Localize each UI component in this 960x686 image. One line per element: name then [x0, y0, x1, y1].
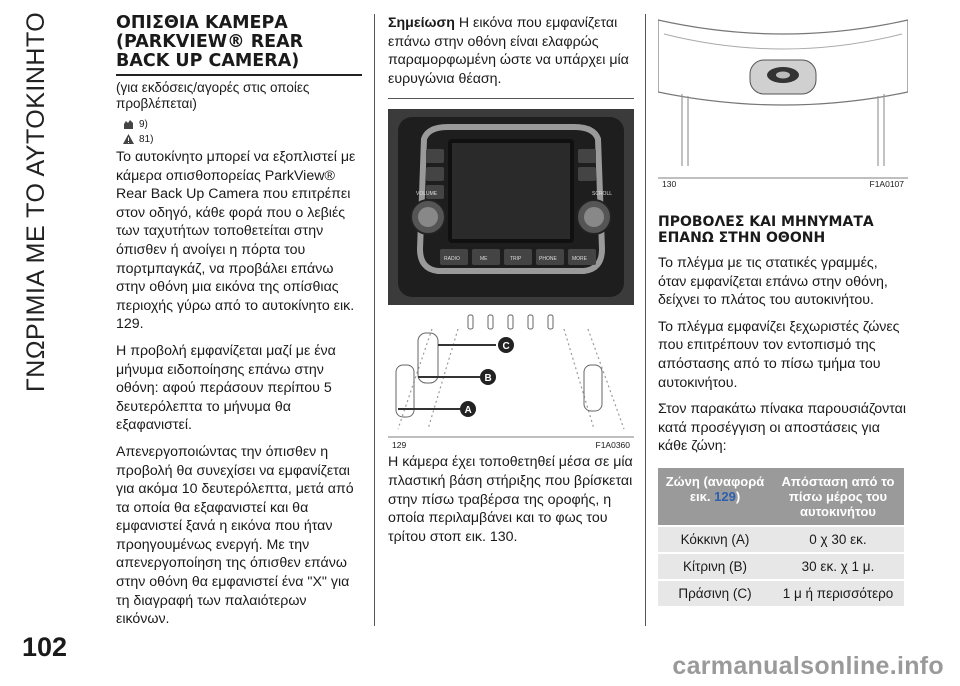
distance-table: Ζώνη (αναφορά εικ. 129) Απόσταση από το … — [658, 466, 904, 608]
page-number: 102 — [22, 632, 68, 662]
paragraph: Η κάμερα έχει τοποθετηθεί μέσα σε μία πλ… — [388, 454, 633, 545]
zone-label-a: A — [465, 405, 472, 416]
warning-triangle-icon — [123, 134, 134, 144]
zone-cell: Κόκκινη (A) — [658, 526, 772, 552]
note-label: Σημείωση — [388, 15, 455, 31]
figure-code: F1A0107 — [869, 179, 905, 189]
watermark: carmanualsonline.info — [672, 652, 944, 680]
zone-label-c: C — [503, 341, 510, 352]
hand-warning-icon — [124, 120, 133, 129]
column-1: ΟΠΙΣΘΙΑ ΚΑΜΕΡΑ (PARKVIEW® REAR BACK UP C… — [116, 14, 362, 637]
zone-cell: Κίτρινη (B) — [658, 553, 772, 579]
subtitle: (για εκδόσεις/αγορές στις οποίες προβλέπ… — [116, 80, 310, 111]
table-row: Κόκκινη (A) 0 χ 30 εκ. — [658, 526, 904, 552]
distance-cell: 1 μ ή περισσότερο — [772, 580, 904, 606]
header-distance: Απόσταση από το πίσω μέρος του αυτοκινήτ… — [772, 467, 904, 525]
paragraph: Απενεργοποιώντας την όπισθεν η προβολή θ… — [116, 443, 354, 628]
figure-129: VOLUME SCROLL RADIO ME TRIP PHONE MORE — [388, 109, 634, 450]
zone-label-b: B — [485, 373, 492, 384]
column-2: Σημείωση Η εικόνα που εμφανίζεται επάνω … — [388, 14, 634, 554]
section-heading: ΠΡΟΒΟΛΕΣ ΚΑΙ ΜΗΝΥΜΑΤΑ ΕΠΑΝΩ ΣΤΗΝ ΟΘΟΝΗ — [658, 214, 874, 246]
column-divider — [374, 14, 375, 626]
figure-caption: 130 F1A0107 — [658, 179, 908, 189]
camera-mount-illustration — [657, 19, 909, 179]
column-3: 130 F1A0107 ΠΡΟΒΟΛΕΣ ΚΑΙ ΜΗΝΥΜΑΤΑ ΕΠΑΝΩ … — [657, 14, 909, 608]
header-zone: Ζώνη (αναφορά εικ. 129) — [658, 467, 772, 525]
radio-button-label: ME — [480, 256, 488, 262]
paragraph: Το πλέγμα με τις στατικές γραμμές, όταν … — [658, 255, 888, 309]
figure-number: 129 — [392, 440, 407, 451]
warning-ref-number: 9) — [139, 118, 148, 130]
warning-ref: 81) — [122, 133, 362, 145]
warning-ref: 9) — [122, 118, 362, 130]
side-chapter-title: ΓΝΩΡΙΜΙΑ ΜΕ ΤΟ ΑΥΤΟΚΙΝΗΤΟ — [22, 12, 50, 393]
figure-code: F1A0360 — [595, 440, 631, 451]
paragraph: Το πλέγμα εμφανίζει ξεχωριστές ζώνες που… — [658, 318, 900, 391]
note-text: Η εικόνα που εμφανίζεται επάνω στην οθόν… — [388, 15, 629, 87]
volume-label: VOLUME — [416, 191, 438, 197]
paragraph: Το αυτοκίνητο μπορεί να εξοπλιστεί με κά… — [116, 149, 356, 333]
figure-130: 130 F1A0107 — [657, 14, 909, 190]
zone-cell: Πράσινη (C) — [658, 580, 772, 606]
note-paragraph: Σημείωση Η εικόνα που εμφανίζεται επάνω … — [388, 14, 634, 88]
radio-button-label: TRIP — [510, 256, 522, 262]
table-row: Κίτρινη (B) 30 εκ. χ 1 μ. — [658, 553, 904, 579]
table-header-row: Ζώνη (αναφορά εικ. 129) Απόσταση από το … — [658, 467, 904, 525]
radio-button-label: RADIO — [444, 256, 460, 262]
figure-link[interactable]: 129 — [714, 488, 736, 504]
scroll-label: SCROLL — [592, 191, 612, 197]
divider — [388, 98, 634, 100]
distance-cell: 30 εκ. χ 1 μ. — [772, 553, 904, 579]
paragraph: Στον παρακάτω πίνακα παρουσιάζονται κατά… — [658, 401, 906, 455]
section-heading: ΟΠΙΣΘΙΑ ΚΑΜΕΡΑ (PARKVIEW® REAR BACK UP C… — [116, 14, 362, 76]
radio-button-label: PHONE — [539, 256, 557, 262]
figure-caption: 129 F1A0360 — [388, 440, 634, 450]
figure-number: 130 — [662, 179, 677, 189]
warning-ref-number: 81) — [139, 133, 154, 145]
distance-cell: 0 χ 30 εκ. — [772, 526, 904, 552]
radio-button-label: MORE — [572, 256, 588, 262]
paragraph: Η προβολή εμφανίζεται μαζί με ένα μήνυμα… — [116, 342, 336, 434]
column-divider — [645, 14, 646, 626]
table-row: Πράσινη (C) 1 μ ή περισσότερο — [658, 580, 904, 606]
radio-camera-illustration: VOLUME SCROLL RADIO ME TRIP PHONE MORE — [388, 109, 634, 438]
